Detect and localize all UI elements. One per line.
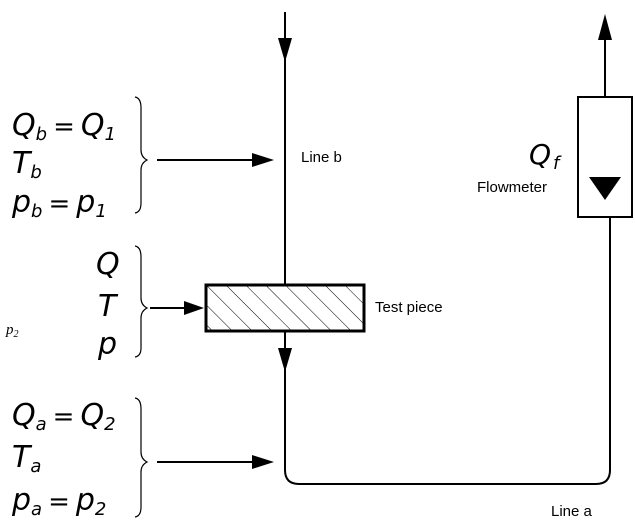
group-b-brace — [134, 96, 149, 214]
arrow-into-line-a — [157, 455, 274, 469]
group-mid-line2: T — [98, 289, 119, 324]
test-piece — [204, 283, 366, 333]
group-mid-line3: p — [97, 327, 117, 362]
group-b-line1: Qb=Q1 — [12, 108, 116, 145]
group-a-equations: Qa=Q2 Ta pa=p2 — [11, 397, 149, 520]
group-mid-brace — [134, 245, 149, 358]
group-a-line3: pa=p2 — [11, 483, 106, 520]
arrow-into-line-b — [157, 153, 274, 167]
test-piece-label: Test piece — [375, 299, 443, 316]
line-a-label: Line a — [551, 503, 593, 520]
group-a-line2: Ta — [12, 440, 41, 477]
group-mid-line1: Q — [96, 247, 120, 282]
group-mid-equations: Q T p — [96, 245, 149, 362]
group-a-brace — [134, 397, 149, 518]
pipe-line-a — [278, 217, 611, 485]
flowmeter-label: Flowmeter — [477, 179, 547, 196]
flowmeter-indicator-icon — [589, 177, 621, 200]
stray-p2-label: p2 — [5, 322, 19, 340]
group-b-equations: Qb=Q1 Tb pb=p1 — [11, 96, 149, 222]
group-b-line2: Tb — [12, 146, 42, 183]
pipe-line-b — [278, 12, 292, 285]
group-b-line3: pb=p1 — [11, 185, 107, 222]
arrow-into-test-piece — [150, 301, 204, 315]
group-a-line1: Qa=Q2 — [12, 398, 116, 435]
line-b-label: Line b — [301, 149, 342, 166]
flowmeter — [577, 96, 633, 218]
pipe-outlet — [598, 14, 612, 97]
